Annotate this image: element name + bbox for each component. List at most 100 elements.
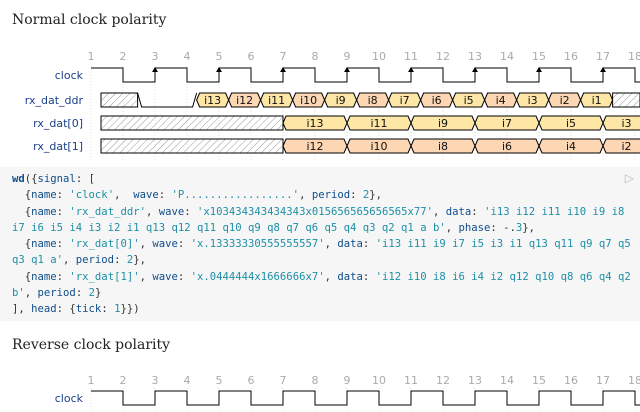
code-token: 3 (515, 221, 523, 234)
bus-cell-label: i12 (306, 140, 323, 153)
bus-cell (602, 115, 640, 131)
tick-label: 4 (184, 50, 191, 63)
code-token: wd (12, 173, 25, 185)
code-token: }}) (120, 303, 140, 316)
clock-edge-arrow (152, 67, 158, 72)
bus-cell-label: i6 (502, 140, 512, 153)
code-token: 'rx_dat[1]' (69, 270, 140, 283)
tick-label: 17 (596, 50, 610, 63)
code-token: 1 (114, 303, 121, 316)
code-token: , (145, 205, 159, 218)
tick-label: 9 (344, 50, 351, 63)
code-line: q3 q1 a', period: 2}, (12, 254, 146, 266)
code-token: }, (133, 254, 146, 267)
code-token: 'rx_dat[0]' (69, 238, 140, 251)
code-line: i7 i6 i5 i4 i3 i2 i1 q13 q12 q11 q10 q9 … (12, 222, 535, 234)
tick-label: 18 (628, 374, 640, 387)
tick-label: 8 (312, 374, 319, 387)
code-token: i7 i6 i5 i4 i3 i2 i1 q13 q12 q11 q10 q9 … (12, 221, 446, 234)
bus-cell-label: i11 (370, 117, 387, 130)
unknown-region (100, 92, 139, 108)
code-token: name (31, 238, 57, 251)
bus-cell-label: i5 (464, 94, 474, 107)
code-token: 'i13 i12 i11 i10 i9 i8 (484, 205, 625, 218)
code-token: period (37, 287, 76, 300)
code-token: name (31, 270, 57, 283)
play-icon[interactable]: ▷ (624, 171, 634, 185)
code-token: tick (75, 303, 102, 316)
tick-label: 10 (372, 50, 386, 63)
code-token: : (101, 303, 115, 316)
code-token: signal (37, 173, 76, 185)
code-token: : [ (75, 173, 95, 185)
code-token: : { (56, 303, 76, 316)
bus-cell-label: i5 (566, 117, 576, 130)
code-token: : (56, 189, 70, 202)
ddr-low-segment (137, 92, 198, 108)
code-token: wave (133, 189, 159, 202)
bus-cell-label: i2 (621, 140, 631, 153)
code-token: , (324, 238, 338, 251)
tick-label: 8 (312, 50, 319, 63)
tick-label: 10 (372, 374, 386, 387)
code-text[interactable]: wd({signal: [ {name: 'clock', wave: 'P..… (0, 167, 640, 318)
code-token: period (75, 254, 115, 267)
tick-label: 7 (280, 374, 287, 387)
code-token: { (12, 189, 32, 202)
code-line: b', period: 2} (12, 287, 101, 299)
code-token: data (337, 238, 363, 251)
code-token: : (56, 238, 70, 251)
code-token: { (12, 270, 32, 283)
bus-cell-label: i10 (370, 140, 387, 153)
code-line: {name: 'rx_dat_ddr', wave: 'x10343434343… (12, 205, 625, 218)
code-token: name (31, 205, 57, 218)
code-token: 'rx_dat_ddr' (69, 205, 146, 218)
signal-name: rx_dat[0] (33, 117, 83, 130)
bus-cell (602, 138, 640, 154)
code-token: , (299, 189, 312, 202)
tick-label: 15 (532, 50, 546, 63)
code-token: 'i13 i11 i9 i7 i5 i3 i1 q13 q11 q9 q7 q5 (375, 238, 631, 251)
code-token: : (158, 189, 172, 202)
bus-cell-label: i3 (621, 117, 631, 130)
code-token: { (12, 205, 32, 218)
tick-label: 6 (248, 374, 255, 387)
code-block[interactable]: wd({signal: [ {name: 'clock', wave: 'P..… (0, 167, 640, 321)
bus-cell-label: i8 (438, 140, 448, 153)
code-token: , (63, 254, 76, 267)
bus-cell-label: i12 (236, 94, 253, 107)
code-token: : (56, 205, 70, 218)
clock-edge-arrow (216, 67, 222, 72)
bus-cell-label: i13 (204, 94, 221, 107)
unknown-region (100, 138, 284, 154)
code-token: data (445, 205, 472, 218)
code-token: , (139, 238, 153, 251)
tick-label: 3 (152, 374, 159, 387)
tick-label: 6 (248, 50, 255, 63)
code-token: : (114, 254, 127, 267)
code-token: head (31, 303, 57, 316)
tick-label: 16 (564, 374, 578, 387)
code-line: {name: 'rx_dat[0]', wave: 'x.13333330555… (12, 238, 631, 250)
code-token: : (350, 189, 363, 202)
code-token: 'clock' (69, 189, 115, 202)
code-token: : (362, 238, 376, 251)
code-line: ], head: {tick: 1}}) (12, 303, 140, 315)
code-token: b' (12, 287, 25, 300)
code-token: , (24, 287, 38, 300)
signal-name: rx_dat_ddr (25, 94, 84, 107)
code-token: : (56, 270, 70, 283)
bus-cell-label: i7 (502, 117, 512, 130)
code-token: }, (369, 189, 383, 202)
bus-cell-label: i4 (496, 94, 506, 107)
bus-cell-label: i4 (566, 140, 576, 153)
code-token: period (311, 189, 351, 202)
code-token: wave (158, 205, 185, 218)
code-token: : (362, 270, 376, 283)
code-token: : (75, 287, 89, 300)
bus-cell-label: i9 (438, 117, 448, 130)
code-token: 'P.................' (171, 189, 300, 202)
tick-label: 7 (280, 50, 287, 63)
tick-label: 9 (344, 374, 351, 387)
